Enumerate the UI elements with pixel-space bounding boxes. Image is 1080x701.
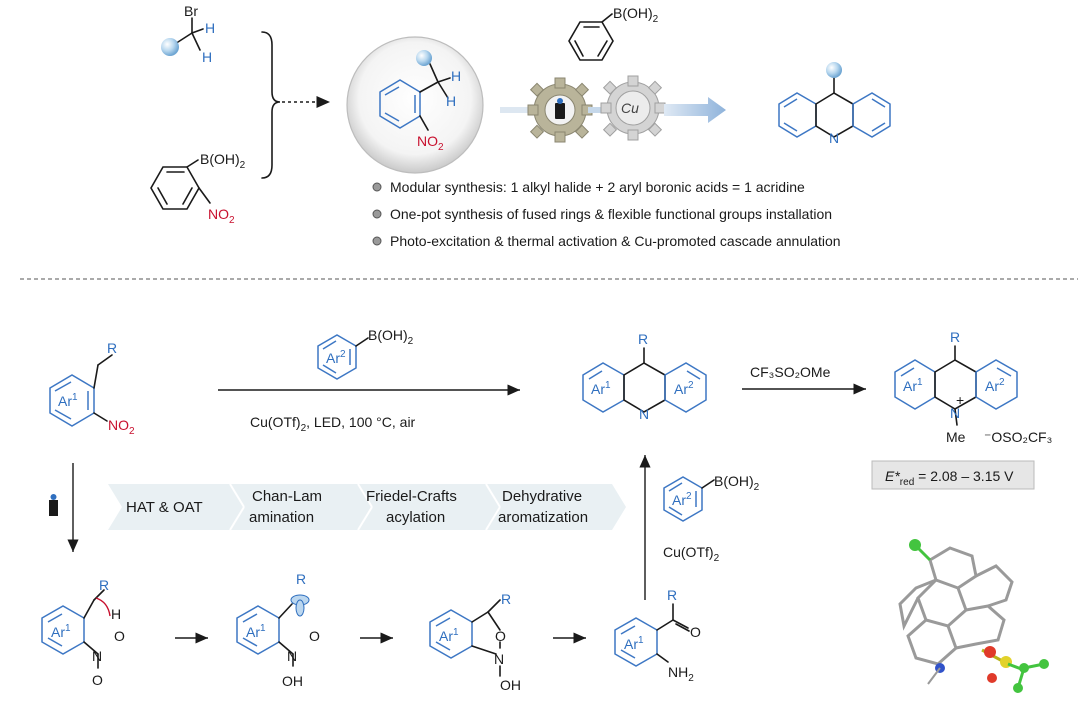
h-label: H: [205, 20, 215, 36]
oxygen-label: O: [309, 628, 320, 644]
aryl-label: Ar1: [591, 380, 611, 397]
amine-label: NH2: [668, 664, 694, 684]
in-situ-intermediate: H H NO2: [346, 36, 484, 174]
r-group: R: [107, 340, 117, 356]
svg-text:Cu: Cu: [621, 100, 639, 116]
sphere-icon: [826, 62, 842, 78]
step-label: HAT & OAT: [126, 499, 203, 516]
aryl-label: Ar1: [624, 635, 644, 652]
step-label: amination: [249, 509, 314, 526]
step-label: Friedel-Crafts: [366, 488, 457, 505]
led-icon: [555, 103, 565, 119]
nitro-label: NO2: [417, 133, 444, 153]
r-group: R: [99, 577, 109, 593]
step-label: Dehydrative: [502, 488, 582, 505]
intermediate-3: R Ar1 O N OH: [429, 591, 521, 693]
h-label: H: [202, 49, 212, 65]
oxygen-label: O: [114, 628, 125, 644]
acridine-product: N: [778, 62, 891, 146]
aryl-label: Ar1: [903, 377, 923, 394]
crystal-structure-icon: [898, 539, 1049, 693]
r-group: R: [950, 329, 960, 345]
mechanism-steps: HAT & OAT Chan-Lam amination Friedel-Cra…: [108, 483, 626, 531]
h-label: H: [446, 93, 456, 109]
aryl-label: Ar2: [985, 377, 1005, 394]
nitro-label: NO2: [108, 417, 135, 437]
boronic-label: B(OH)2: [368, 327, 414, 347]
methylation-reagent: CF₃SO₂OMe: [750, 364, 831, 380]
intermediate-4: R Ar1 O NH2: [614, 587, 701, 684]
oxygen-label: O: [690, 624, 701, 640]
bullet-item: One-pot synthesis of fused rings & flexi…: [390, 206, 832, 222]
nitrogen-label: N: [829, 130, 839, 146]
br-label: Br: [184, 3, 198, 19]
phenylboronic-acid: B(OH)2: [568, 5, 659, 61]
boronic-label: B(OH)2: [613, 5, 659, 25]
triflate-anion: ⁻OSO₂CF₃: [984, 429, 1052, 445]
nitrophenyl-boronic-acid: B(OH)2 NO2: [150, 151, 246, 226]
up-reaction-arrow: Ar2 B(OH)2 Cu(OTf)2: [639, 455, 760, 600]
nitrogen-label: N: [950, 405, 960, 421]
cu-gear-icon: Cu: [600, 75, 666, 141]
intermediate-1: R Ar1 H O N O: [41, 577, 125, 688]
brace: [261, 31, 281, 179]
boronic-label: B(OH)2: [714, 473, 760, 493]
redox-potential-box: E*red = 2.08 – 3.15 V: [871, 460, 1035, 490]
feature-bullets: Modular synthesis: 1 alkyl halide + 2 ar…: [372, 179, 841, 249]
alkyl-halide-reagent: Br H H: [161, 3, 215, 65]
sphere-icon: [161, 38, 179, 56]
acridinium-salt: R Ar1 Ar2 N + Me ⁻OSO₂CF₃: [894, 329, 1052, 445]
gear-icon: [527, 77, 593, 143]
aryl-label: Ar1: [246, 623, 266, 640]
acridine-ar-product: R Ar1 Ar2 N: [582, 331, 707, 422]
methylation-arrow: CF₃SO₂OMe: [742, 364, 866, 395]
reaction-conditions: Cu(OTf)2, LED, 100 °C, air: [250, 414, 416, 434]
methyl-label: Me: [946, 429, 966, 445]
r-group: R: [501, 591, 511, 607]
redox-potential: E*red = 2.08 – 3.15 V: [885, 468, 1014, 488]
r-group: R: [667, 587, 677, 603]
step-label: acylation: [386, 509, 445, 526]
intermediate-2: R Ar1 O N OH: [236, 571, 320, 689]
charge-label: +: [956, 392, 964, 408]
nitrogen-label: N: [639, 406, 649, 422]
hydroxyl-label: OH: [282, 673, 303, 689]
bullet-item: Photo-excitation & thermal activation & …: [390, 233, 841, 249]
main-reaction-arrow: Ar2 B(OH)2 Cu(OTf)2, LED, 100 °C, air: [218, 327, 520, 434]
r-group: R: [638, 331, 648, 347]
nitro-label: NO2: [208, 206, 235, 226]
aryl-label: Ar2: [326, 349, 346, 366]
h-label: H: [451, 68, 461, 84]
r-group: R: [296, 571, 306, 587]
aryl-label: Ar1: [51, 623, 71, 640]
step-label: Chan-Lam: [252, 488, 322, 505]
starting-material: R Ar1 NO2: [49, 340, 135, 437]
bullet-item: Modular synthesis: 1 alkyl halide + 2 ar…: [390, 179, 805, 195]
aryl-label: Ar1: [439, 627, 459, 644]
led-icon: [49, 500, 58, 516]
oxygen-label: O: [495, 628, 506, 644]
step-label: aromatization: [498, 509, 588, 526]
triflate-model: [981, 646, 1049, 693]
nitrogen-label: N: [287, 648, 297, 664]
aryl-label: Ar2: [674, 380, 694, 397]
h-label: H: [111, 606, 121, 622]
nitrogen-label: N: [494, 651, 504, 667]
aryl-label: Ar2: [672, 491, 692, 508]
process-arrow: Cu: [500, 75, 726, 143]
photo-arrow: [49, 463, 79, 552]
nitrogen-label: N: [92, 648, 102, 664]
sphere-icon: [416, 50, 432, 66]
oxygen-label: O: [92, 672, 103, 688]
aryl-label: Ar1: [58, 392, 78, 409]
hydroxyl-label: OH: [500, 677, 521, 693]
reaction-conditions: Cu(OTf)2: [663, 544, 720, 564]
boronic-label: B(OH)2: [200, 151, 246, 171]
